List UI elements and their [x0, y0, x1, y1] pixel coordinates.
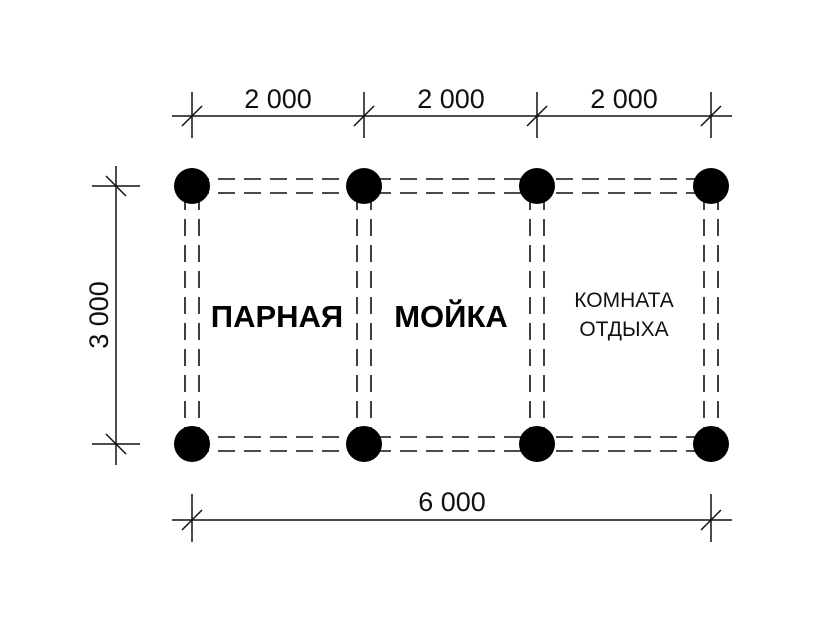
top-dimension-label: 2 000 [590, 84, 658, 114]
room-label-wash: МОЙКА [394, 298, 508, 334]
posts [174, 168, 729, 462]
bottom-dimension-label: 6 000 [418, 487, 486, 517]
post [519, 168, 555, 204]
room-label-rest-line2: ОТДЫХА [579, 318, 668, 341]
post [174, 168, 210, 204]
post [519, 426, 555, 462]
post [174, 426, 210, 462]
post [346, 168, 382, 204]
top-dimension-label: 2 000 [244, 84, 312, 114]
foundation-outline [184, 178, 719, 452]
top-dimension-label: 2 000 [417, 84, 485, 114]
bottom-dimension: 6 000 [172, 487, 732, 542]
top-dimension: 2 000 2 000 2 000 [172, 84, 732, 138]
left-dimension: 3 000 [84, 166, 140, 465]
room-label-rest-line1: КОМНАТА [574, 289, 674, 312]
post [346, 426, 382, 462]
room-labels: ПАРНАЯ МОЙКА КОМНАТА ОТДЫХА [211, 289, 674, 341]
left-dimension-label: 3 000 [84, 281, 114, 349]
post [693, 426, 729, 462]
room-label-steam: ПАРНАЯ [211, 299, 343, 334]
post [693, 168, 729, 204]
